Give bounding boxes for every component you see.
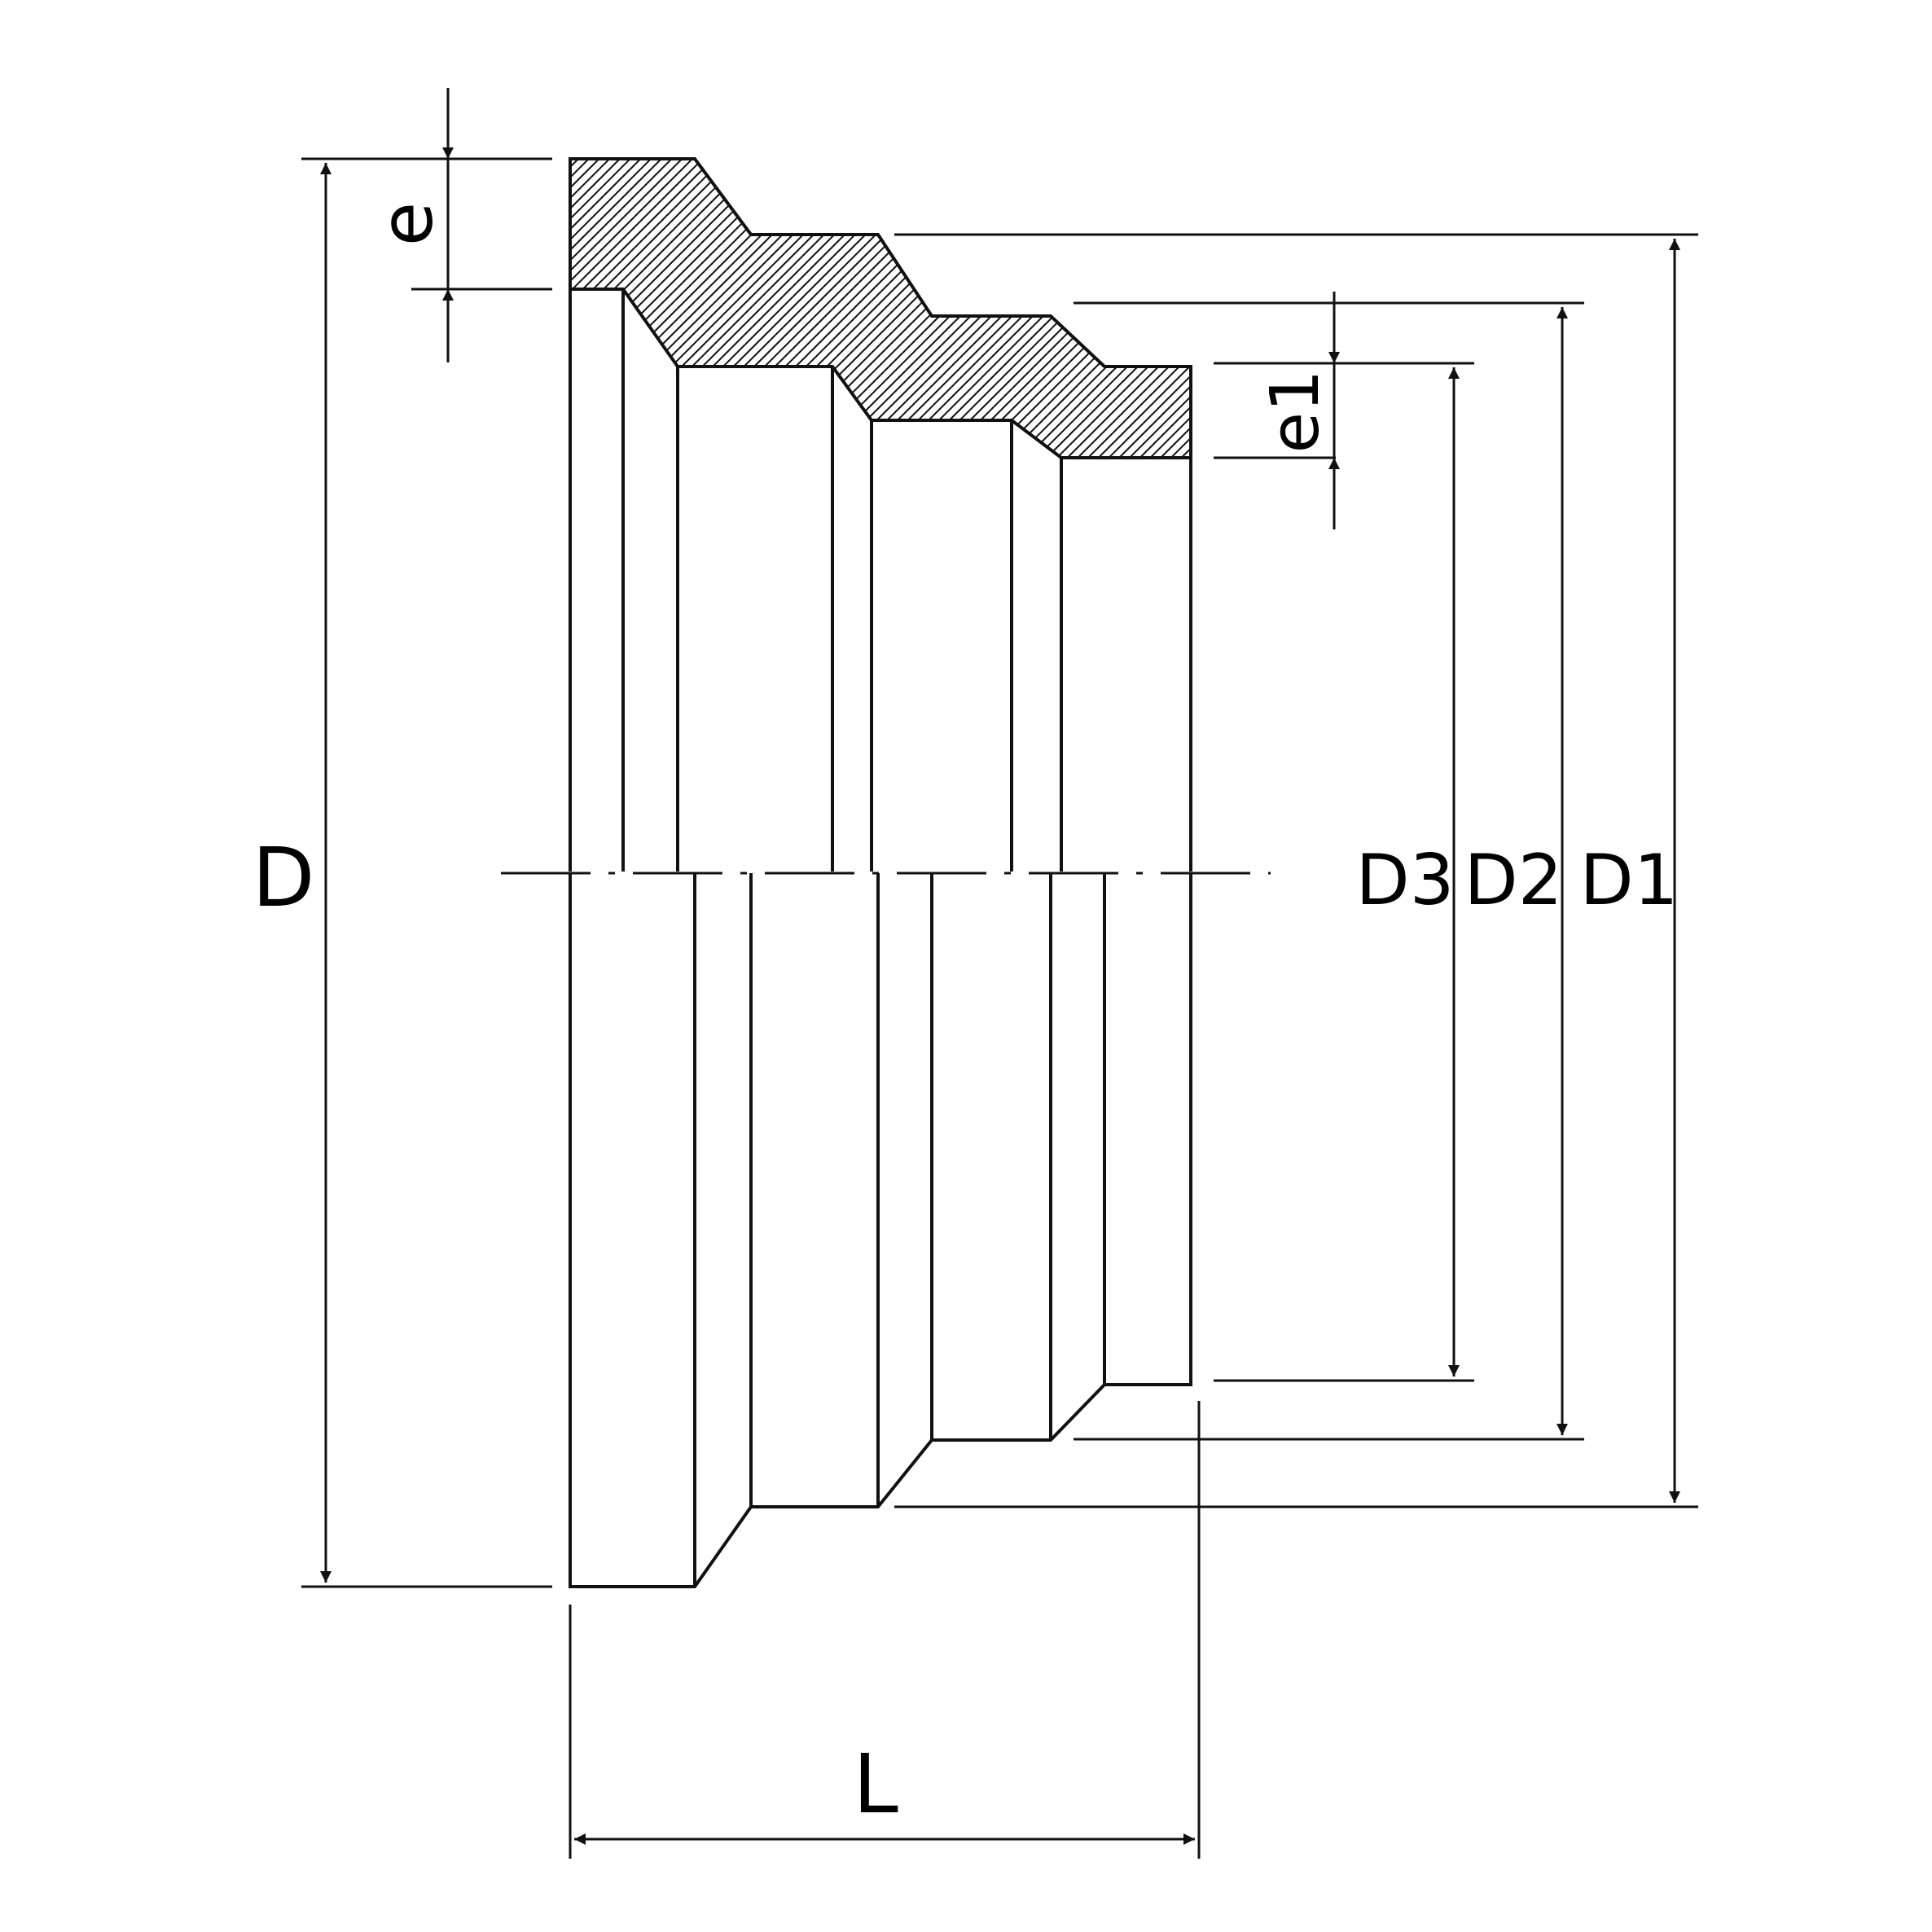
label-D: D: [252, 830, 314, 925]
extension-lines: [301, 157, 1698, 1859]
label-D3: D3: [1356, 840, 1455, 921]
label-e1: e1: [1257, 370, 1334, 454]
label-D1: D1: [1580, 840, 1679, 921]
label-D2: D2: [1464, 840, 1563, 921]
label-e: e: [365, 202, 449, 246]
label-L: L: [853, 1737, 898, 1832]
hatched-wall-section: [569, 157, 1192, 459]
upper-profile: [569, 289, 1192, 872]
lower-profile: [569, 873, 1192, 1588]
